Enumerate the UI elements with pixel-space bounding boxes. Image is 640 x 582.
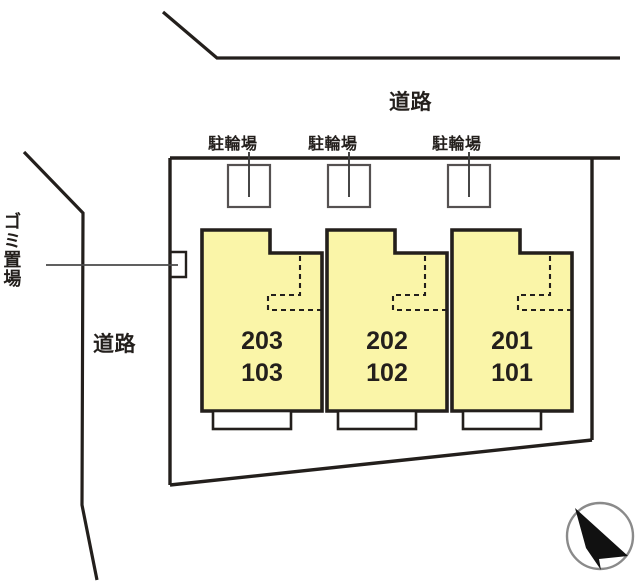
building-block-west xyxy=(200,228,324,431)
unit-number-center: 202 102 xyxy=(327,325,447,389)
unit-number-east: 201 101 xyxy=(452,325,572,389)
site-boundary xyxy=(168,156,620,487)
road-boundary-lines xyxy=(22,10,620,581)
building-outline-east xyxy=(450,228,574,413)
building-outline-west xyxy=(200,228,324,413)
unit-lower-east: 101 xyxy=(491,359,533,387)
balcony-west xyxy=(211,409,293,431)
road-edge-west xyxy=(22,150,99,581)
north-arrow-compass xyxy=(565,501,635,571)
road-edge-north xyxy=(161,10,620,60)
interior-dashed-center xyxy=(391,256,447,312)
gate-bracket xyxy=(170,250,188,279)
compass-needle xyxy=(575,508,628,570)
bicycle-parking-boxes xyxy=(226,163,492,209)
building-outline-center xyxy=(325,228,449,413)
interior-dashed-east xyxy=(516,256,572,312)
unit-upper-east: 201 xyxy=(491,327,533,355)
garbage-area-label: ゴミ置場 xyxy=(0,212,22,288)
bicycle-parking-label-1: 駐輪場 xyxy=(208,134,258,153)
interior-dashed-west xyxy=(266,256,322,312)
bicycle-parking-label-3: 駐輪場 xyxy=(432,134,482,153)
site-edge-south xyxy=(169,438,593,487)
bicycle-parking-label-2: 駐輪場 xyxy=(308,134,358,153)
unit-number-west: 203 103 xyxy=(202,325,322,389)
building-block-center xyxy=(325,228,449,431)
unit-lower-west: 103 xyxy=(241,359,283,387)
unit-lower-center: 102 xyxy=(366,359,408,387)
balcony-east xyxy=(461,409,543,431)
site-gate-opening xyxy=(170,250,188,279)
bicycle-parking-leader-lines xyxy=(248,152,470,197)
building-block-east xyxy=(450,228,574,431)
unit-upper-center: 202 xyxy=(366,327,408,355)
road-label-west: 道路 xyxy=(93,332,136,356)
road-label-north: 道路 xyxy=(389,90,432,114)
balcony-center xyxy=(336,409,418,431)
unit-upper-west: 203 xyxy=(241,327,283,355)
